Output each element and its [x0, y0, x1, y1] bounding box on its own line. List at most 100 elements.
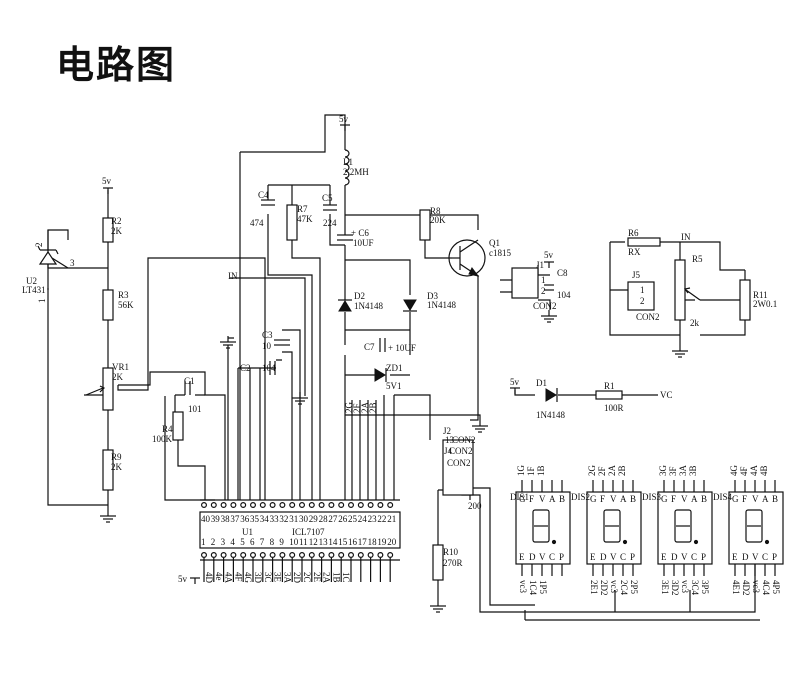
u1-bottom-pin-dot: [308, 551, 315, 558]
c8-ref: C8: [557, 268, 568, 278]
r9-value: 2K: [111, 462, 123, 472]
j1-pin2: 2: [541, 286, 546, 296]
u1-bottom-pin-dot: [210, 551, 217, 558]
display-top-pin: B: [701, 494, 707, 504]
c2-capacitor: [269, 361, 276, 375]
display-bottom-net: 3E1: [660, 580, 670, 595]
j1-pin1: 1: [541, 275, 546, 285]
u1-bottom-pin-dot: [201, 551, 208, 558]
u1-top-pin-dot: [377, 502, 384, 509]
c1-capacitor: [184, 381, 191, 395]
u1-bottom-net-label: 4G: [243, 572, 253, 584]
u1-top-pin-dot: [357, 502, 364, 509]
r4-ref: R4: [162, 424, 173, 434]
u1-bottom-pin-label: 12: [309, 537, 318, 547]
supply-label-left: 5v: [102, 176, 112, 186]
u1-bottom-pin-dot: [259, 551, 266, 558]
u1-top-pin-label: 33: [270, 514, 280, 524]
display-bottom-pin: P: [559, 552, 564, 562]
seven-segment-display: [728, 480, 784, 576]
display-bottom-pin: V: [681, 552, 688, 562]
u1-top-pin-label: 31: [289, 514, 298, 524]
page-title: 电路图: [56, 43, 177, 87]
c4-value: 474: [250, 218, 264, 228]
display-top-pin: V: [681, 494, 688, 504]
d1-ref: D1: [536, 378, 547, 388]
u2-pin1: 1: [37, 299, 47, 304]
seven-segment-display: [657, 480, 713, 576]
u1-top-pin-label: 22: [377, 514, 386, 524]
display-bottom-pin: D: [671, 552, 678, 562]
r2-ref: R2: [111, 216, 122, 226]
display-bottom-net: 4D2: [741, 580, 751, 596]
r3-value: 56K: [118, 300, 134, 310]
u1-top-pin-dot: [328, 502, 335, 509]
supply-5v-d1: [510, 387, 520, 394]
u1-bottom-pin-label: 1: [201, 537, 206, 547]
u1-bottom-net-label: 4F: [233, 572, 243, 582]
d3-ref: D3: [427, 291, 438, 301]
r10-resistor: [432, 544, 444, 581]
r5-potentiometer: [674, 259, 686, 321]
c5-value: 224: [323, 218, 337, 228]
component-labels: 5v5v5v5v5vININVCU2LT431231R22KR356KVR12K…: [22, 114, 777, 584]
display-top-net: 4B: [759, 465, 769, 476]
c8-capacitor: [544, 284, 554, 291]
display-bottom-net: vc3: [680, 580, 690, 593]
c6-value: 10UF: [353, 238, 374, 248]
u1-top-pin-dot: [299, 502, 306, 509]
display-bottom-pin: V: [610, 552, 617, 562]
ref-in-label-right: IN: [681, 232, 691, 242]
display-top-net: 2G: [587, 465, 597, 477]
display-bottom-net: 1P5: [538, 580, 548, 595]
supply-label-j1: 5v: [544, 250, 554, 260]
display-bottom-net: 3D2: [670, 580, 680, 596]
u1-bottom-pin-label: 8: [270, 537, 275, 547]
u1-bottom-pin-label: 16: [348, 537, 358, 547]
display-top-pin: V: [539, 494, 546, 504]
u1-bottom-pin-dot: [250, 551, 257, 558]
u1-bottom-net-label: 4D: [204, 572, 214, 584]
vr1-value: 2K: [112, 372, 124, 382]
u1-top-pin-label: 37: [230, 514, 240, 524]
r9-resistor: [102, 449, 114, 491]
display-top-net: 4G: [729, 465, 739, 477]
supply-5v-center: [340, 124, 350, 131]
u1-top-pin-label: 26: [338, 514, 348, 524]
u1-top-net-label: 2A: [360, 402, 370, 414]
ground-r10: [430, 600, 446, 613]
u1-bottom-net-label: 1B: [331, 572, 341, 583]
display-bottom-pin: E: [590, 552, 596, 562]
display-bottom-net: vc3: [609, 580, 619, 593]
u1-bottom-pin-label: 13: [319, 537, 329, 547]
u1-top-pin-dot: [348, 502, 355, 509]
u1-ref: U1: [242, 527, 253, 537]
c1-value: 101: [188, 404, 202, 414]
u2-pin2: 2: [34, 243, 44, 248]
u1-bottom-pin-dot: [230, 551, 237, 558]
vr1-ref: VR1: [112, 362, 129, 372]
display-bottom-pin: P: [701, 552, 706, 562]
display-top-pin: G: [590, 494, 597, 504]
u1-bottom-pin-dot: [289, 551, 296, 558]
ground-c3: [220, 336, 236, 349]
u1-top-net-label: 2F: [352, 403, 362, 413]
ground-c2: [292, 392, 308, 405]
u1-top-pin-dot: [269, 502, 276, 509]
supply-5v-u1: [190, 577, 200, 584]
u1-bottom-net-label: 1C: [341, 572, 351, 583]
d1-value: 1N4148: [536, 410, 565, 420]
u2-pin3: 3: [70, 258, 75, 268]
r2-resistor: [102, 217, 114, 243]
c5-ref: C5: [322, 193, 333, 203]
u1-bottom-pin-label: 3: [221, 537, 226, 547]
r1-value: 100R: [604, 403, 624, 413]
u1-top-pin-label: 27: [328, 514, 338, 524]
supply-label-u1: 5v: [178, 574, 188, 584]
display-bottom-net: 4C4: [761, 580, 771, 596]
u1-bottom-pin-label: 6: [250, 537, 255, 547]
u1-top-pin-dot: [201, 502, 208, 509]
u1-bottom-pin-label: 4: [230, 537, 235, 547]
